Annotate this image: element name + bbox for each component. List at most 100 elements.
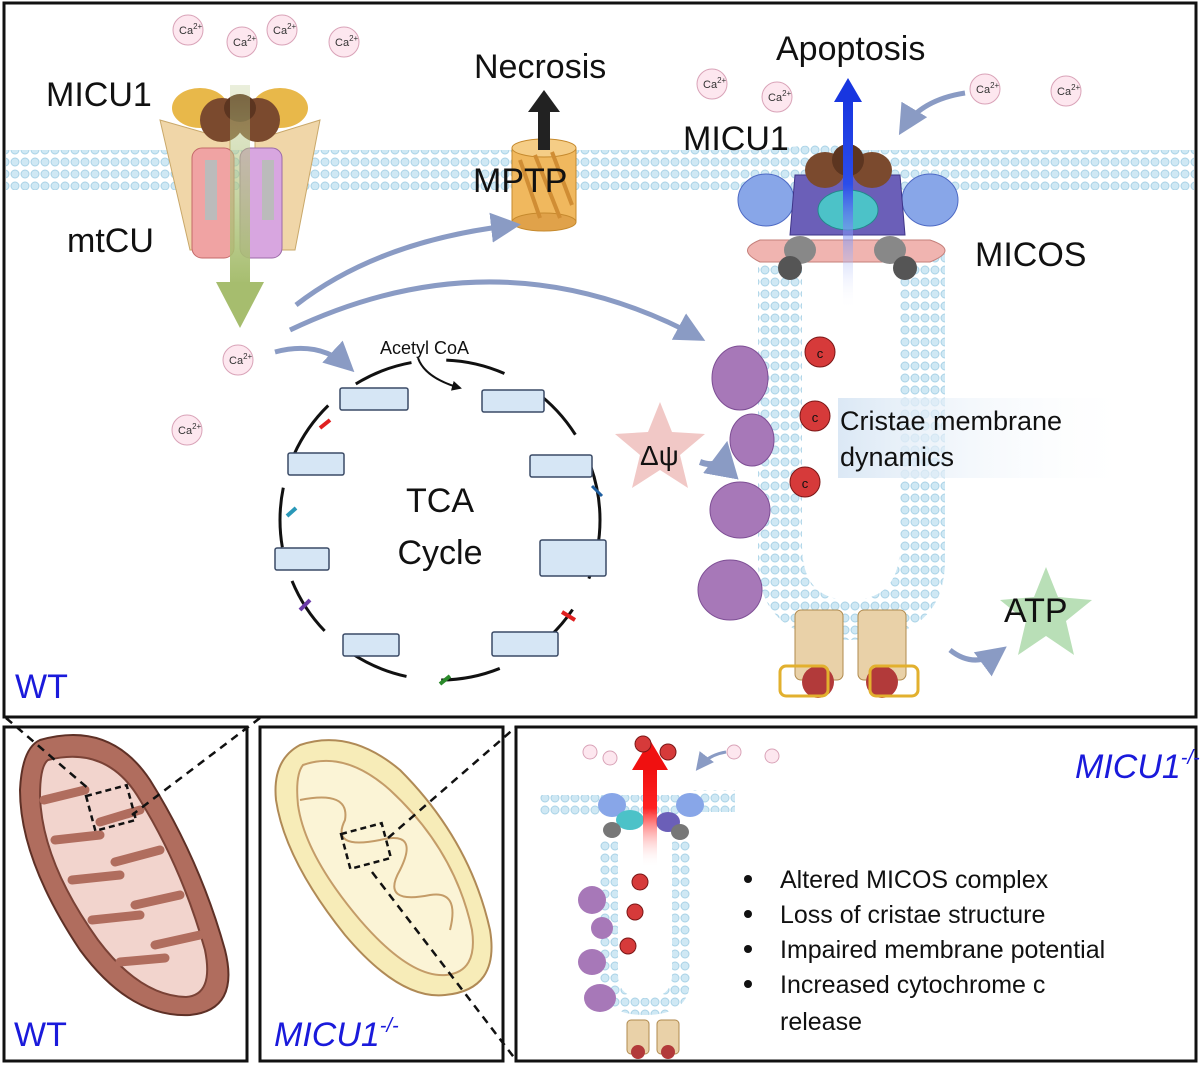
cristae-label-line2: dynamics — [840, 442, 954, 472]
ko-cytochrome-c-5 — [619, 937, 637, 955]
cristae-label-line1: Cristae membrane — [840, 406, 1062, 436]
calcium-ion — [602, 750, 618, 766]
micu1-label-right: MICU1 — [683, 120, 789, 158]
micu1-ko-label: MICU1-/- — [274, 1015, 399, 1054]
necrosis-arrow — [528, 90, 560, 150]
calcium-ion — [171, 414, 203, 446]
tca-cycle — [274, 357, 607, 686]
micu1-ko-mitochondrion — [274, 739, 493, 997]
cyt-c-label-1: c — [817, 346, 824, 361]
tca-intermediate-8 — [287, 452, 345, 476]
wt-genotype-label-bottom: WT — [14, 1016, 67, 1054]
ca-label: Ca2+ — [273, 22, 297, 37]
respiratory-complexes — [697, 345, 775, 621]
apoptosis-label: Apoptosis — [776, 30, 925, 68]
ca-label: Ca2+ — [976, 81, 1000, 96]
tca-intermediate-7 — [274, 547, 330, 571]
mtcu-channel — [159, 119, 321, 259]
wt-genotype-label-main: WT — [15, 668, 68, 706]
ko-ca-arrow — [695, 750, 727, 771]
micos-label: MICOS — [975, 236, 1086, 274]
apoptosis-arrow — [834, 78, 862, 310]
ko-cytochrome-c-4 — [626, 903, 644, 921]
tca-intermediate-2 — [481, 389, 545, 413]
ca-to-tca-arrow — [274, 340, 355, 373]
ca-label: Ca2+ — [178, 422, 202, 437]
zoom-line-left-2 — [131, 717, 261, 816]
calcium-ion — [266, 14, 298, 46]
calcium-ion — [726, 744, 742, 760]
cytochrome-c-3 — [789, 466, 821, 498]
bullet-marker — [744, 980, 752, 988]
ca-label: Ca2+ — [703, 76, 727, 91]
micu1-ko-cristae — [540, 790, 735, 1059]
cyt-c-label-2: c — [812, 410, 819, 425]
atp-label: ATP — [1004, 592, 1068, 630]
cristae-label-box — [838, 398, 1138, 478]
ca-to-mptp-arrow — [294, 212, 521, 307]
cytochrome-c-group — [789, 336, 836, 498]
tca-label-line1: TCA — [406, 482, 474, 520]
necrosis-label: Necrosis — [474, 48, 606, 86]
bullet-marker — [744, 875, 752, 883]
bullet-item: Altered MICOS complex — [780, 866, 1049, 894]
calcium-ion — [761, 81, 793, 113]
bullet-item: Loss of cristae structure — [780, 901, 1045, 929]
ca-to-cristae-arrow — [288, 279, 706, 341]
calcium-ions-main — [171, 14, 1082, 446]
zoom-line-left-1 — [5, 717, 91, 791]
ko-calcium-ions — [582, 744, 780, 766]
ko-cytochrome-c-3 — [631, 873, 649, 891]
ca-label: Ca2+ — [1057, 83, 1081, 98]
tca-intermediate-4 — [539, 539, 607, 577]
calcium-ion — [582, 744, 598, 760]
cytochrome-c-1 — [804, 336, 836, 368]
acetyl-coa-label: Acetyl CoA — [380, 338, 469, 358]
ca-label: Ca2+ — [335, 34, 359, 49]
ca-to-micu1-arrow — [898, 90, 966, 136]
atp-arrow — [948, 646, 1007, 677]
ko-cytochrome-c-2 — [659, 743, 677, 761]
cyt-c-label-3: c — [802, 476, 809, 491]
mptp-pore — [511, 138, 577, 232]
calcium-ion — [222, 344, 254, 376]
tca-intermediate-5 — [491, 631, 559, 657]
delta-psi-arrow — [698, 440, 739, 480]
ca-label: Ca2+ — [179, 22, 203, 37]
zoom-line-right-2 — [371, 871, 517, 1061]
tca-intermediate-3 — [529, 454, 593, 478]
bullet-item: release — [780, 1008, 862, 1036]
wt-mitochondrion — [18, 734, 230, 1017]
mtcu-label: mtCU — [67, 222, 154, 260]
calcium-ion — [969, 73, 1001, 105]
atp-synthase — [778, 609, 920, 698]
ca-label: Ca2+ — [768, 89, 792, 104]
ko-phenotype-list: Altered MICOS complex Loss of cristae st… — [744, 866, 1105, 1036]
bullet-item: Increased cytochrome c — [780, 971, 1045, 999]
delta-psi-star-icon — [615, 402, 705, 488]
calcium-influx-arrow — [216, 85, 264, 328]
outer-membrane — [6, 145, 1194, 190]
tca-label-line2: Cycle — [397, 534, 482, 572]
mptp-label: MPTP — [473, 162, 567, 200]
calcium-ion — [1050, 75, 1082, 107]
micu1-complex-right — [805, 144, 892, 188]
atp-star-icon — [1000, 567, 1092, 655]
micu1-label-left: MICU1 — [46, 76, 152, 114]
tca-intermediate-6 — [342, 633, 400, 657]
calcium-ion — [764, 748, 780, 764]
bullet-item: Impaired membrane potential — [780, 936, 1105, 964]
calcium-ion — [172, 14, 204, 46]
calcium-ion — [328, 26, 360, 58]
ko-release-arrow — [632, 740, 668, 868]
cytochrome-c-2 — [799, 400, 831, 432]
bullet-marker — [744, 910, 752, 918]
ca-label: Ca2+ — [233, 34, 257, 49]
delta-psi-label: Δψ — [640, 440, 679, 471]
tca-intermediate-1 — [339, 387, 409, 411]
bullet-marker — [744, 945, 752, 953]
calcium-ion — [226, 26, 258, 58]
ko-cytochrome-c — [619, 735, 677, 955]
calcium-ion — [696, 68, 728, 100]
